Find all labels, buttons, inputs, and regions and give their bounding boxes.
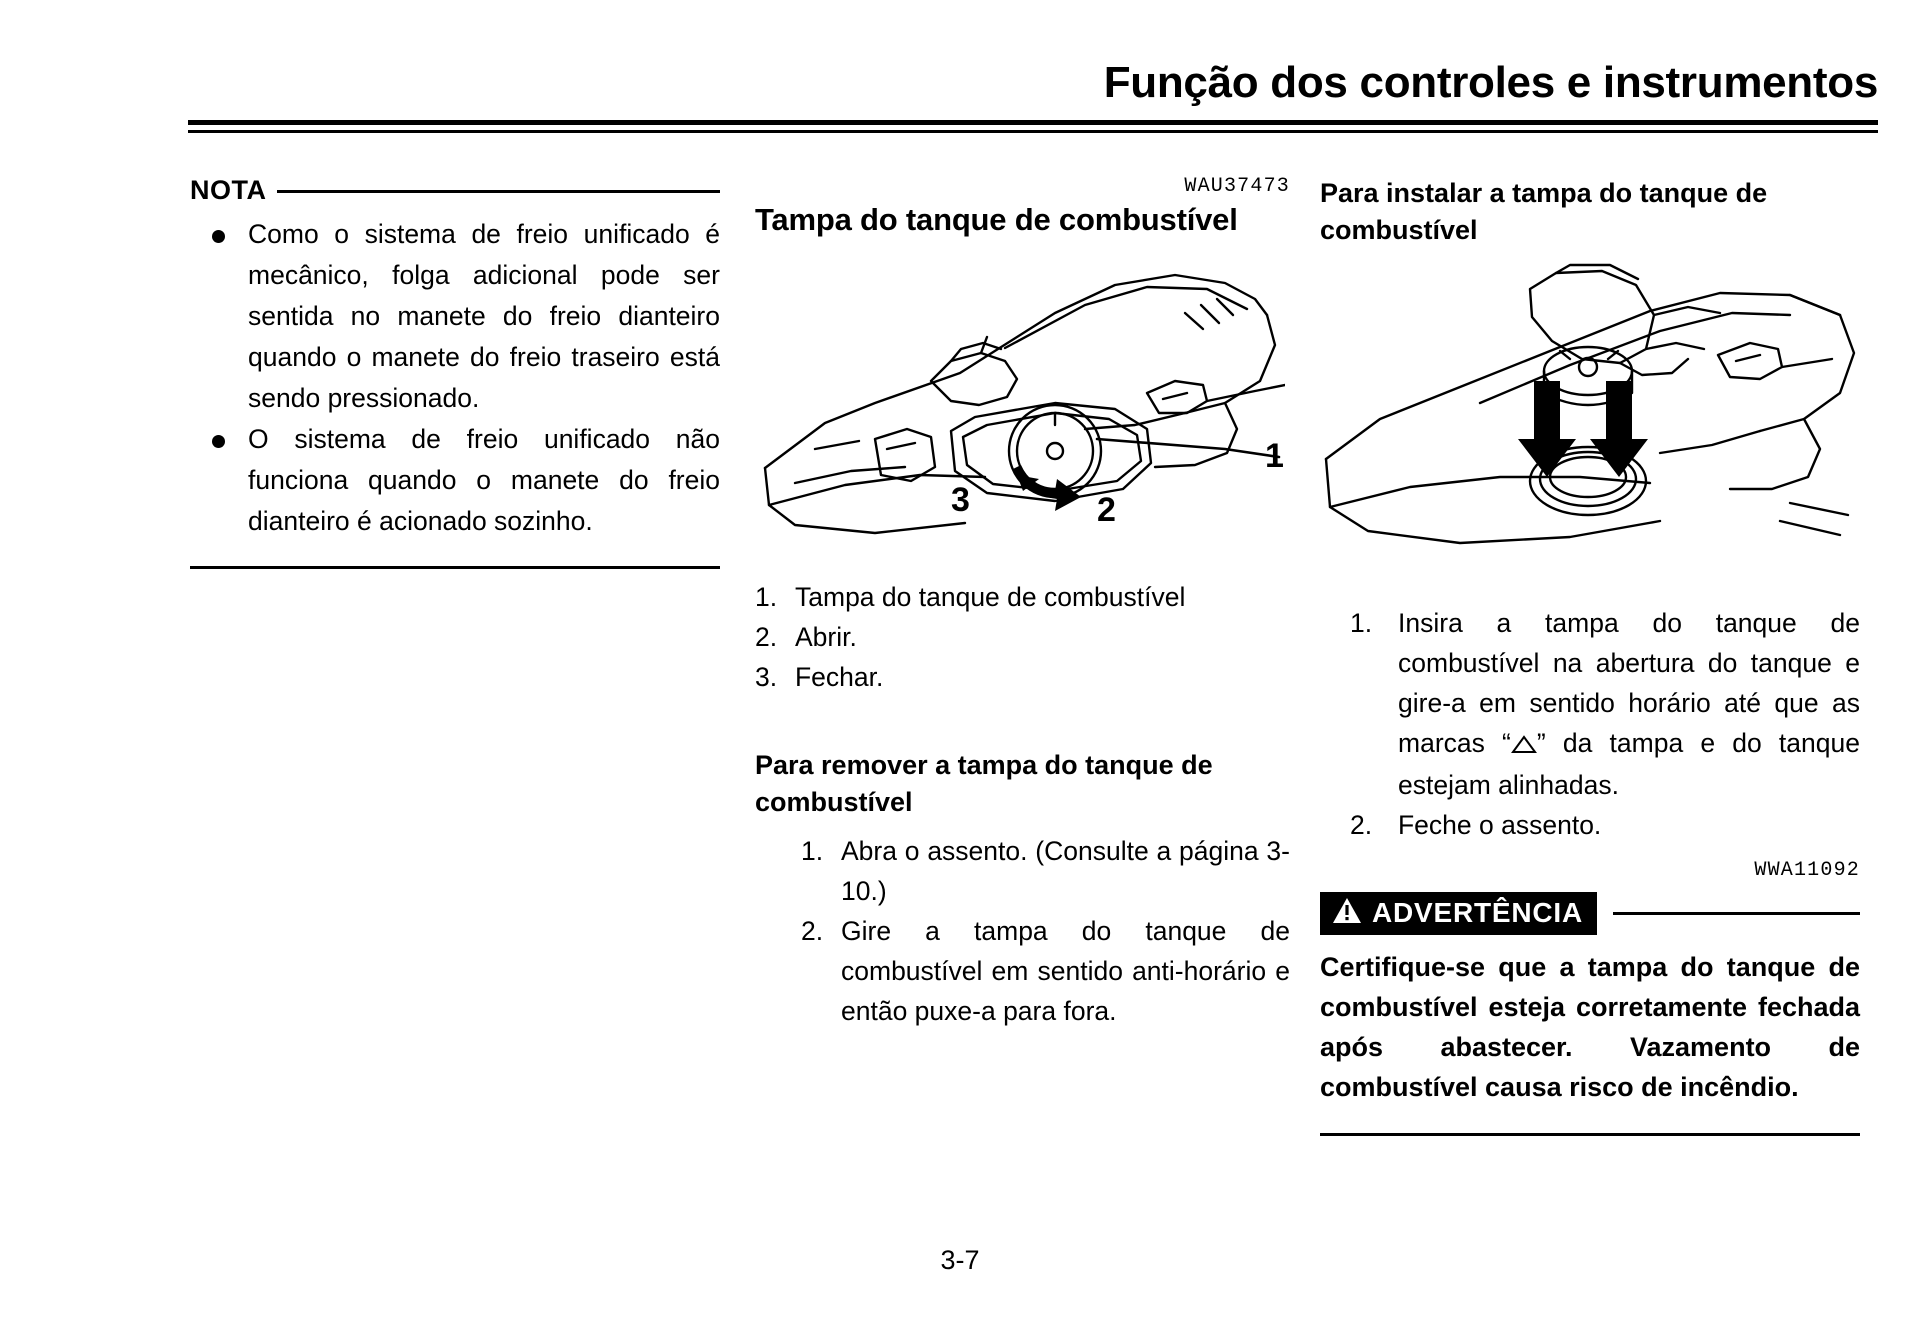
install-steps-list: 1. Insira a tampa do tanque de combustív… <box>1320 603 1860 845</box>
page-number: 3-7 <box>940 1245 980 1275</box>
list-item-text-after: ” da tampa e do tanque estejam alinhadas… <box>1398 728 1860 800</box>
figure-callout-3: 3 <box>951 481 970 519</box>
figure-fuel-tank-cap: 1 2 3 <box>755 253 1290 563</box>
list-item: 1. Tampa do tanque de combustível <box>755 577 1290 617</box>
list-item: 3. Fechar. <box>755 657 1290 697</box>
warning-bottom-rule <box>1320 1133 1860 1136</box>
figure-callout-2: 2 <box>1097 491 1116 529</box>
section-title-fuel-tank-cap: Tampa do tanque de combustível <box>755 202 1238 237</box>
nota-heading-rule <box>276 190 720 193</box>
remove-steps-list: 1. Abra o assento. (Consulte a página 3-… <box>755 831 1290 1031</box>
fuel-tank-cap-illustration: 1 2 3 <box>763 273 1285 535</box>
warning-triangle-icon <box>1332 897 1362 929</box>
figure-callout-1: 1 <box>1265 437 1284 475</box>
warning-header: ADVERTÊNCIA <box>1320 892 1860 935</box>
warning-label: ADVERTÊNCIA <box>1372 897 1584 928</box>
list-item-number: 2. <box>755 622 778 652</box>
list-item-number: 1. <box>1350 608 1373 638</box>
list-item: 2. Feche o assento. <box>1320 805 1860 845</box>
list-item: 1. Insira a tampa do tanque de combustív… <box>1320 603 1860 805</box>
page-header: Função dos controles e instrumentos <box>188 58 1879 133</box>
warning-banner: ADVERTÊNCIA <box>1320 892 1598 935</box>
header-rule-thick <box>188 120 1878 125</box>
header-rule-thin <box>188 130 1878 133</box>
list-item: O sistema de freio unificado não funcion… <box>190 419 720 542</box>
list-item-number: 3. <box>755 662 778 692</box>
list-item-text-before: Insira a tampa do tanque de combustível … <box>1398 608 1860 758</box>
list-item-number: 2. <box>1350 810 1373 840</box>
list-item-text: Gire a tampa do tanque de combustível em… <box>841 916 1290 1026</box>
insert-direction-arrows <box>1518 381 1648 477</box>
nota-bottom-rule <box>190 566 720 569</box>
list-item-text: Feche o assento. <box>1398 810 1602 840</box>
left-column: NOTA Como o sistema de freio unificado é… <box>190 175 720 569</box>
nota-heading: NOTA <box>190 175 720 206</box>
list-item-text: Abrir. <box>795 622 857 652</box>
list-item: Como o sistema de freio unificado é mecâ… <box>190 214 720 419</box>
page-title: Função dos controles e instrumentos <box>1103 58 1879 107</box>
rotation-arrows <box>1013 465 1081 511</box>
list-item: 1. Abra o assento. (Consulte a página 3-… <box>755 831 1290 911</box>
nota-label: NOTA <box>190 175 267 205</box>
subsection-title-install-cap: Para instalar a tampa do tanque de combu… <box>1320 178 1768 245</box>
list-item-text: Fechar. <box>795 662 884 692</box>
subsection-title-remove-cap: Para remover a tampa do tanque de combus… <box>755 750 1213 817</box>
warning-header-rule <box>1613 912 1860 915</box>
list-item-number: 1. <box>801 836 824 866</box>
middle-column: WAU37473 Tampa do tanque de combustível <box>755 175 1290 1031</box>
figure-callout-list: 1. Tampa do tanque de combustível 2. Abr… <box>755 577 1290 697</box>
warning-reference-code: WWA11092 <box>1754 859 1860 882</box>
nota-bullet-list: Como o sistema de freio unificado é mecâ… <box>190 214 720 542</box>
list-item: 2. Gire a tampa do tanque de combustível… <box>755 911 1290 1031</box>
reference-code: WAU37473 <box>1184 175 1290 198</box>
figure-install-cap <box>1320 263 1860 593</box>
alignment-mark-triangle-icon <box>1510 725 1537 765</box>
list-item-number: 2. <box>801 916 824 946</box>
install-cap-illustration <box>1324 263 1856 545</box>
list-item-text: Tampa do tanque de combustível <box>795 582 1186 612</box>
list-item: 2. Abrir. <box>755 617 1290 657</box>
list-item-number: 1. <box>755 582 778 612</box>
list-item-text: Abra o assento. (Consulte a página 3-10.… <box>841 836 1290 906</box>
warning-body-text: Certifique-se que a tampa do tanque de c… <box>1320 952 1860 1102</box>
right-column: Para instalar a tampa do tanque de combu… <box>1320 175 1860 1136</box>
